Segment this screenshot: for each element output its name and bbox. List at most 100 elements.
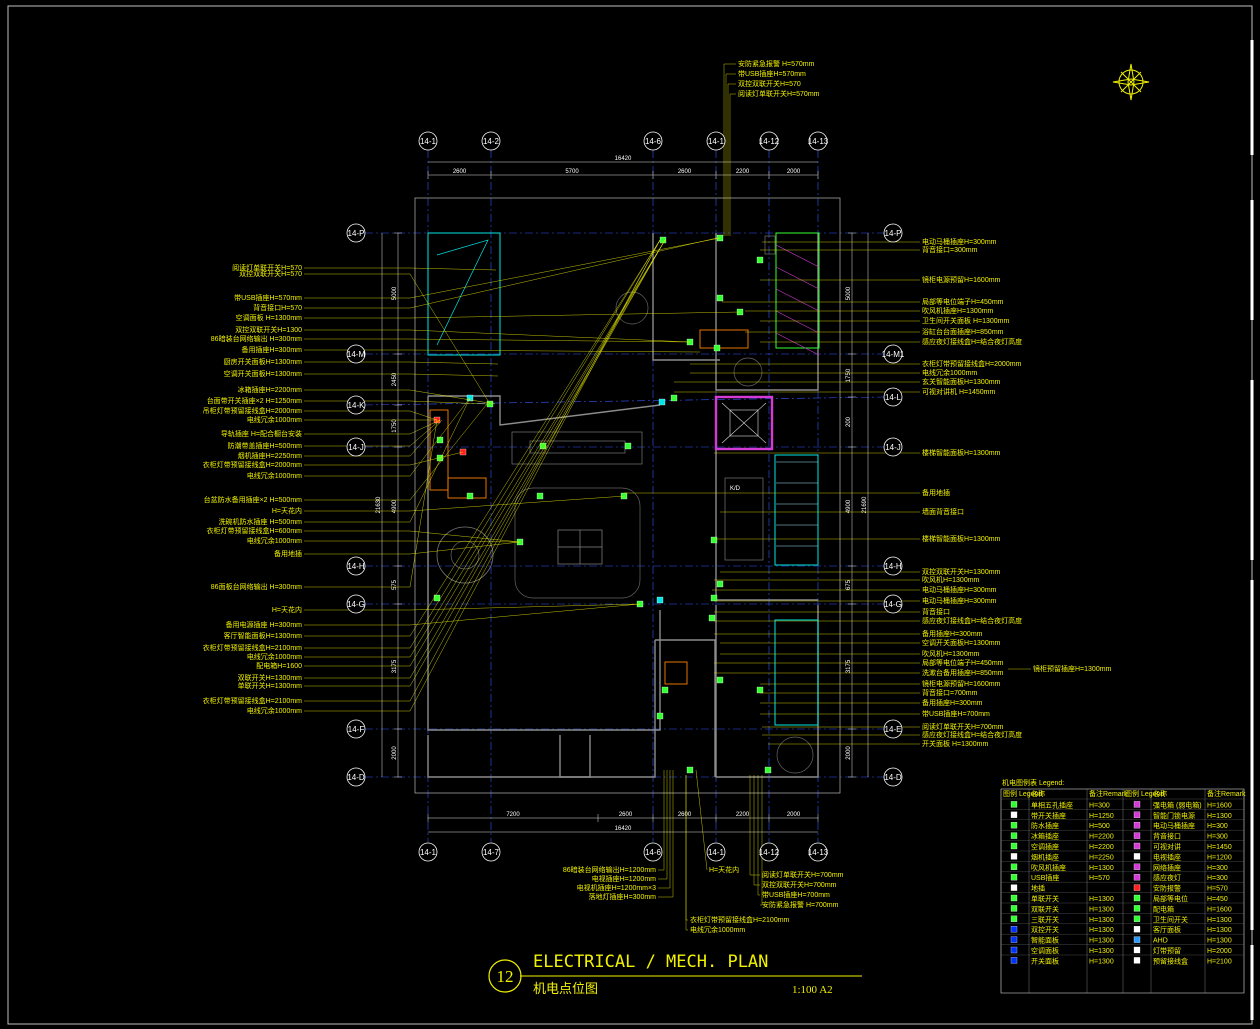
device-label-right: 浴缸台台面插座H=850mm — [922, 327, 1004, 336]
leader-line — [304, 361, 499, 365]
wardrobe3-outline — [774, 619, 819, 726]
dimension-value: 7200 — [506, 812, 520, 818]
plan-scale: 1:100 A2 — [792, 984, 833, 996]
living-wall — [427, 396, 661, 731]
device-label-left: 86暗装台网络输出 H=300mm — [211, 334, 302, 343]
corridor-wall-2 — [655, 639, 716, 777]
grid-label-right: 14-M1 — [882, 350, 905, 359]
device-label-left: 双联开关H=1300mm — [238, 673, 303, 682]
leader-line — [304, 239, 661, 712]
device-label-right: 电动马桶插座H=300mm — [922, 596, 997, 605]
sheet-number: 12 — [497, 967, 514, 986]
legend-symbol — [1133, 832, 1141, 839]
leader-line — [304, 311, 741, 319]
grid-label-top: 14-6 — [645, 137, 662, 146]
grid-bubble-left — [346, 719, 366, 739]
device-label-left: 备用插座H=300mm — [242, 345, 303, 354]
elevator-cross — [721, 402, 767, 444]
leader-line — [304, 373, 499, 377]
device-label-left: 衣柜灯带预留接线盒H=600mm — [207, 526, 303, 535]
leader-line — [304, 495, 626, 512]
leader-line — [304, 267, 497, 271]
legend-symbol — [1133, 863, 1141, 870]
device-label-bottom-right: 带USB插座H=700mm — [762, 890, 830, 899]
device-symbol — [436, 454, 444, 462]
device-label-left: 防潮带盖插座H=500mm — [228, 441, 303, 450]
legend-remark: H=1300 — [1207, 917, 1232, 924]
grid-label-bottom: 14-7 — [483, 848, 500, 857]
leader-line — [304, 239, 666, 658]
legend-name: 地插 — [1031, 884, 1045, 893]
legend-name: 智能面板 — [1031, 936, 1059, 945]
leader-line — [304, 451, 464, 466]
legend-name: 智能门锁电源 — [1153, 811, 1195, 820]
vanity-counter — [699, 329, 749, 349]
legend-symbol — [1010, 915, 1018, 922]
grid-bubble-bottom — [643, 842, 663, 862]
legend-remark: H=2100 — [1207, 958, 1232, 965]
grid-bubble-left — [346, 344, 366, 364]
legend-remark: H=1300 — [1207, 938, 1232, 945]
bedroom-wall — [715, 233, 819, 391]
leader-line — [304, 530, 521, 543]
grid-label-top: 14-1 — [420, 137, 437, 146]
grid-bubble-right — [883, 387, 903, 407]
legend-symbol — [1010, 832, 1018, 839]
legend-name: AHD — [1153, 938, 1168, 945]
legend-name: 可视对讲 — [1153, 842, 1181, 851]
legend-name: 感应夜灯 — [1153, 873, 1181, 882]
device-label-right: 局部等电位端子H=450mm — [922, 297, 1004, 306]
legend-symbol — [1133, 926, 1141, 933]
legend-remark: H=450 — [1207, 896, 1228, 903]
device-label-left: 电线冗余1000mm — [247, 706, 302, 715]
legend-symbol — [1010, 811, 1018, 818]
legend-header: 图例 Legend — [1003, 789, 1042, 798]
legend-title: 机电图例表 Legend: — [1002, 778, 1064, 787]
legend-remark: H=1300 — [1089, 927, 1114, 934]
grid-label-right: 14-L — [885, 393, 902, 402]
device-symbol — [656, 596, 664, 604]
device-label-top: 阅读灯单联开关H=570mm — [738, 89, 820, 98]
dimension-value: 4900 — [846, 499, 852, 513]
legend-name: 预留接线盒 — [1153, 956, 1188, 965]
legend-remark: H=570 — [1089, 875, 1110, 882]
dimension-value: 1750 — [392, 419, 398, 433]
device-label-left: 备用地插 — [274, 549, 302, 558]
grid-bubble-bottom — [418, 842, 438, 862]
device-label-right: 卫生间开关面板 H=1300mm — [922, 316, 1009, 325]
device-label-right: 背音接口 — [922, 607, 950, 616]
legend-symbol — [1010, 822, 1018, 829]
legend-name: 单相五孔插座 — [1031, 800, 1073, 809]
leader-line — [304, 239, 666, 667]
device-label-top: 双控双联开关H=570 — [738, 79, 801, 88]
dimension-value: 200 — [846, 416, 852, 427]
legend-remark: H=1300 — [1207, 927, 1232, 934]
room-tag: K/D — [730, 486, 741, 492]
legend-remark: H=1300 — [1089, 906, 1114, 913]
wardrobe-outline — [775, 232, 820, 349]
dimension-value: 4900 — [392, 499, 398, 513]
device-label-left: 背音接口H=570 — [253, 303, 302, 312]
legend-symbol — [1010, 946, 1018, 954]
device-label-bottom-right: 阅读灯单联开关H=700mm — [762, 870, 844, 879]
legend-name: 开关面板 — [1031, 956, 1059, 965]
plant — [733, 357, 763, 387]
device-label-right: 电线冗余1000mm — [922, 368, 977, 377]
device-symbol — [756, 686, 764, 694]
legend-symbol — [1133, 801, 1141, 808]
grid-bubble-right — [883, 344, 903, 364]
device-label-right: 背音接口=300mm — [922, 245, 978, 254]
device-label-left: 双控双联开关H=1300 — [235, 325, 302, 334]
legend-name: 冰箱插座 — [1031, 832, 1059, 841]
legend-remark: H=1300 — [1089, 917, 1114, 924]
device-label-right: 楼梯智能面板H=1300mm — [922, 534, 1001, 543]
grid-bubble-right — [883, 556, 903, 576]
grid-bubble-top — [481, 131, 501, 151]
leader-line — [304, 329, 691, 343]
device-label-right: 吹风机插座H=1300mm — [922, 306, 994, 315]
device-label-left: 冰箱插座H=2200mm — [238, 385, 303, 394]
grid-label-top: 14-12 — [759, 137, 780, 146]
leader-line — [304, 541, 521, 555]
device-symbol — [764, 766, 772, 774]
round-table-inner — [450, 540, 480, 570]
